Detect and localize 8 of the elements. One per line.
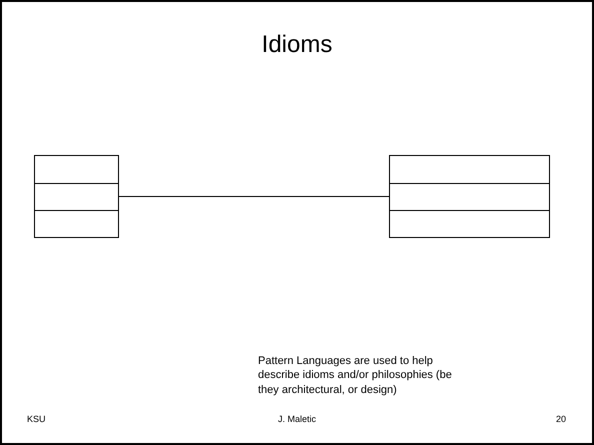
class-box: [389, 155, 550, 238]
slide-title: Idioms: [262, 31, 332, 58]
footer-text: KSU: [27, 414, 47, 426]
class-box: [34, 155, 119, 238]
note-text: Pattern Languages are used to help describe idioms and/or philosophies (be they architectural, or design): [258, 354, 453, 397]
footer-author: J. Maletic: [276, 414, 317, 426]
page-number: 20: [554, 414, 566, 426]
association-line: [118, 196, 390, 197]
